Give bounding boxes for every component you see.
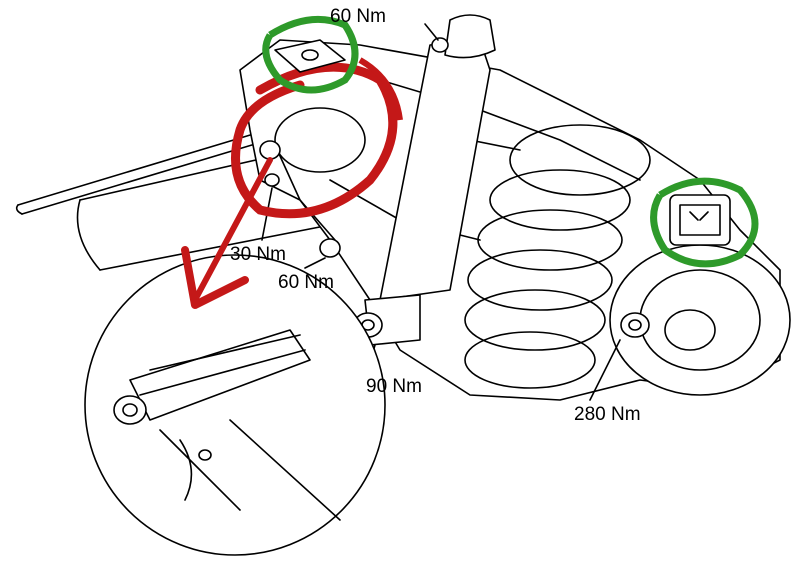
red-circle-highlight — [231, 62, 398, 219]
torque-label-hub-bolt: 280 Nm — [574, 404, 641, 425]
green-annotation — [262, 15, 759, 268]
red-annotation — [181, 57, 403, 309]
hub-bolt — [589, 312, 650, 401]
wheel-hub — [609, 194, 791, 396]
green-circle-right — [650, 177, 759, 268]
top-mount — [274, 39, 346, 73]
red-stroke — [358, 57, 403, 121]
coil-spring — [464, 124, 651, 389]
shock-absorber — [353, 14, 496, 371]
green-circle-top — [262, 15, 359, 94]
red-arrow-shaft — [192, 157, 273, 303]
torque-label-link-upper: 30 Nm — [230, 244, 286, 265]
red-arrow-head — [181, 246, 249, 309]
torque-label-link-lower: 60 Nm — [278, 272, 334, 293]
torque-label-shock-top: 60 Nm — [330, 6, 386, 27]
detail-inset — [84, 254, 386, 556]
torque-label-shock-bottom: 90 Nm — [366, 376, 422, 397]
stabilizer-link — [259, 107, 366, 269]
